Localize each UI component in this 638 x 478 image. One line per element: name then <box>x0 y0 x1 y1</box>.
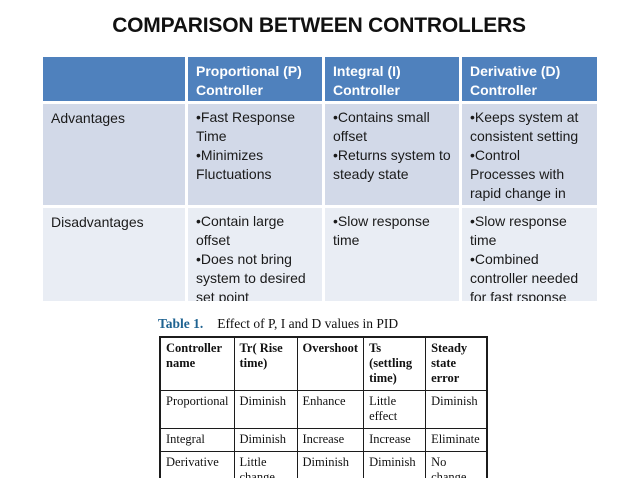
bullet-item: •Minimizes Fluctuations <box>196 147 272 182</box>
header-steady-state-error: Steady state error <box>425 336 488 391</box>
cell-disadvantages-proportional: •Contain large offset •Does not bring sy… <box>188 208 322 301</box>
cell: No change <box>425 451 488 478</box>
cell-advantages-proportional: •Fast Response Time •Minimizes Fluctuati… <box>188 104 322 205</box>
header-rise-time: Tr( Rise time) <box>233 336 298 391</box>
bullet-item: •Combined controller needed for fast rsp… <box>470 251 579 301</box>
bullet-item: •Control Processes with rapid change in … <box>470 147 566 205</box>
cell: Diminish <box>233 428 298 452</box>
row-label-disadvantages: Disadvantages <box>43 208 185 301</box>
table-row-proportional: Proportional Diminish Enhance Little eff… <box>159 390 488 429</box>
column-header-integral: Integral (I) Controller <box>325 57 459 101</box>
caption-label: Table 1. <box>158 316 204 331</box>
header-overshoot: Overshoot <box>296 336 365 391</box>
bullet-item: •Contains small offset <box>333 109 430 144</box>
comparison-table: Proportional (P) Controller Integral (I)… <box>43 57 597 301</box>
column-header-derivative: Derivative (D) Controller <box>462 57 597 101</box>
cell: Integral <box>159 428 235 452</box>
cell: Increase <box>363 428 427 452</box>
bullet-item: •Contain large offset <box>196 213 285 248</box>
cell: Enhance <box>296 390 365 429</box>
caption-text: Effect of P, I and D values in PID <box>217 316 399 331</box>
page-title: COMPARISON BETWEEN CONTROLLERS <box>112 14 526 37</box>
bullet-item: •Fast Response Time <box>196 109 296 144</box>
cell: Eliminate <box>425 428 488 452</box>
bullet-item: •Returns system to steady state <box>333 147 451 182</box>
bullet-item: •Keeps system at consistent setting <box>470 109 579 144</box>
cell: Little effect <box>363 390 427 429</box>
cell: Diminish <box>425 390 488 429</box>
table-header-row: Controller name Tr( Rise time) Overshoot… <box>159 336 488 391</box>
cell-advantages-derivative: •Keeps system at consistent setting •Con… <box>462 104 597 205</box>
header-controller-name: Controller name <box>159 336 235 391</box>
bullet-item: •Does not bring system to desired set po… <box>196 251 306 301</box>
bullet-item: •Slow response time <box>470 213 567 248</box>
cell: Diminish <box>233 390 298 429</box>
table-row-integral: Integral Diminish Increase Increase Elim… <box>159 428 488 452</box>
cell: Increase <box>296 428 365 452</box>
bullet-item: •Slow response time <box>333 213 430 248</box>
cell-advantages-integral: •Contains small offset •Returns system t… <box>325 104 459 205</box>
cell-disadvantages-integral: •Slow response time <box>325 208 459 301</box>
table-row-derivative: Derivative Little change Diminish Dimini… <box>159 451 488 478</box>
row-label-advantages: Advantages <box>43 104 185 205</box>
cell: Proportional <box>159 390 235 429</box>
cell: Little change <box>233 451 298 478</box>
cell-disadvantages-derivative: •Slow response time •Combined controller… <box>462 208 597 301</box>
pid-effects-table: Controller name Tr( Rise time) Overshoot… <box>159 336 489 478</box>
comparison-corner-cell <box>43 57 185 101</box>
pid-table-caption: Table 1. Effect of P, I and D values in P… <box>158 316 398 332</box>
cell: Derivative <box>159 451 235 478</box>
cell: Diminish <box>363 451 427 478</box>
cell: Diminish <box>296 451 365 478</box>
header-settling-time: Ts (settling time) <box>363 336 427 391</box>
column-header-proportional: Proportional (P) Controller <box>188 57 322 101</box>
